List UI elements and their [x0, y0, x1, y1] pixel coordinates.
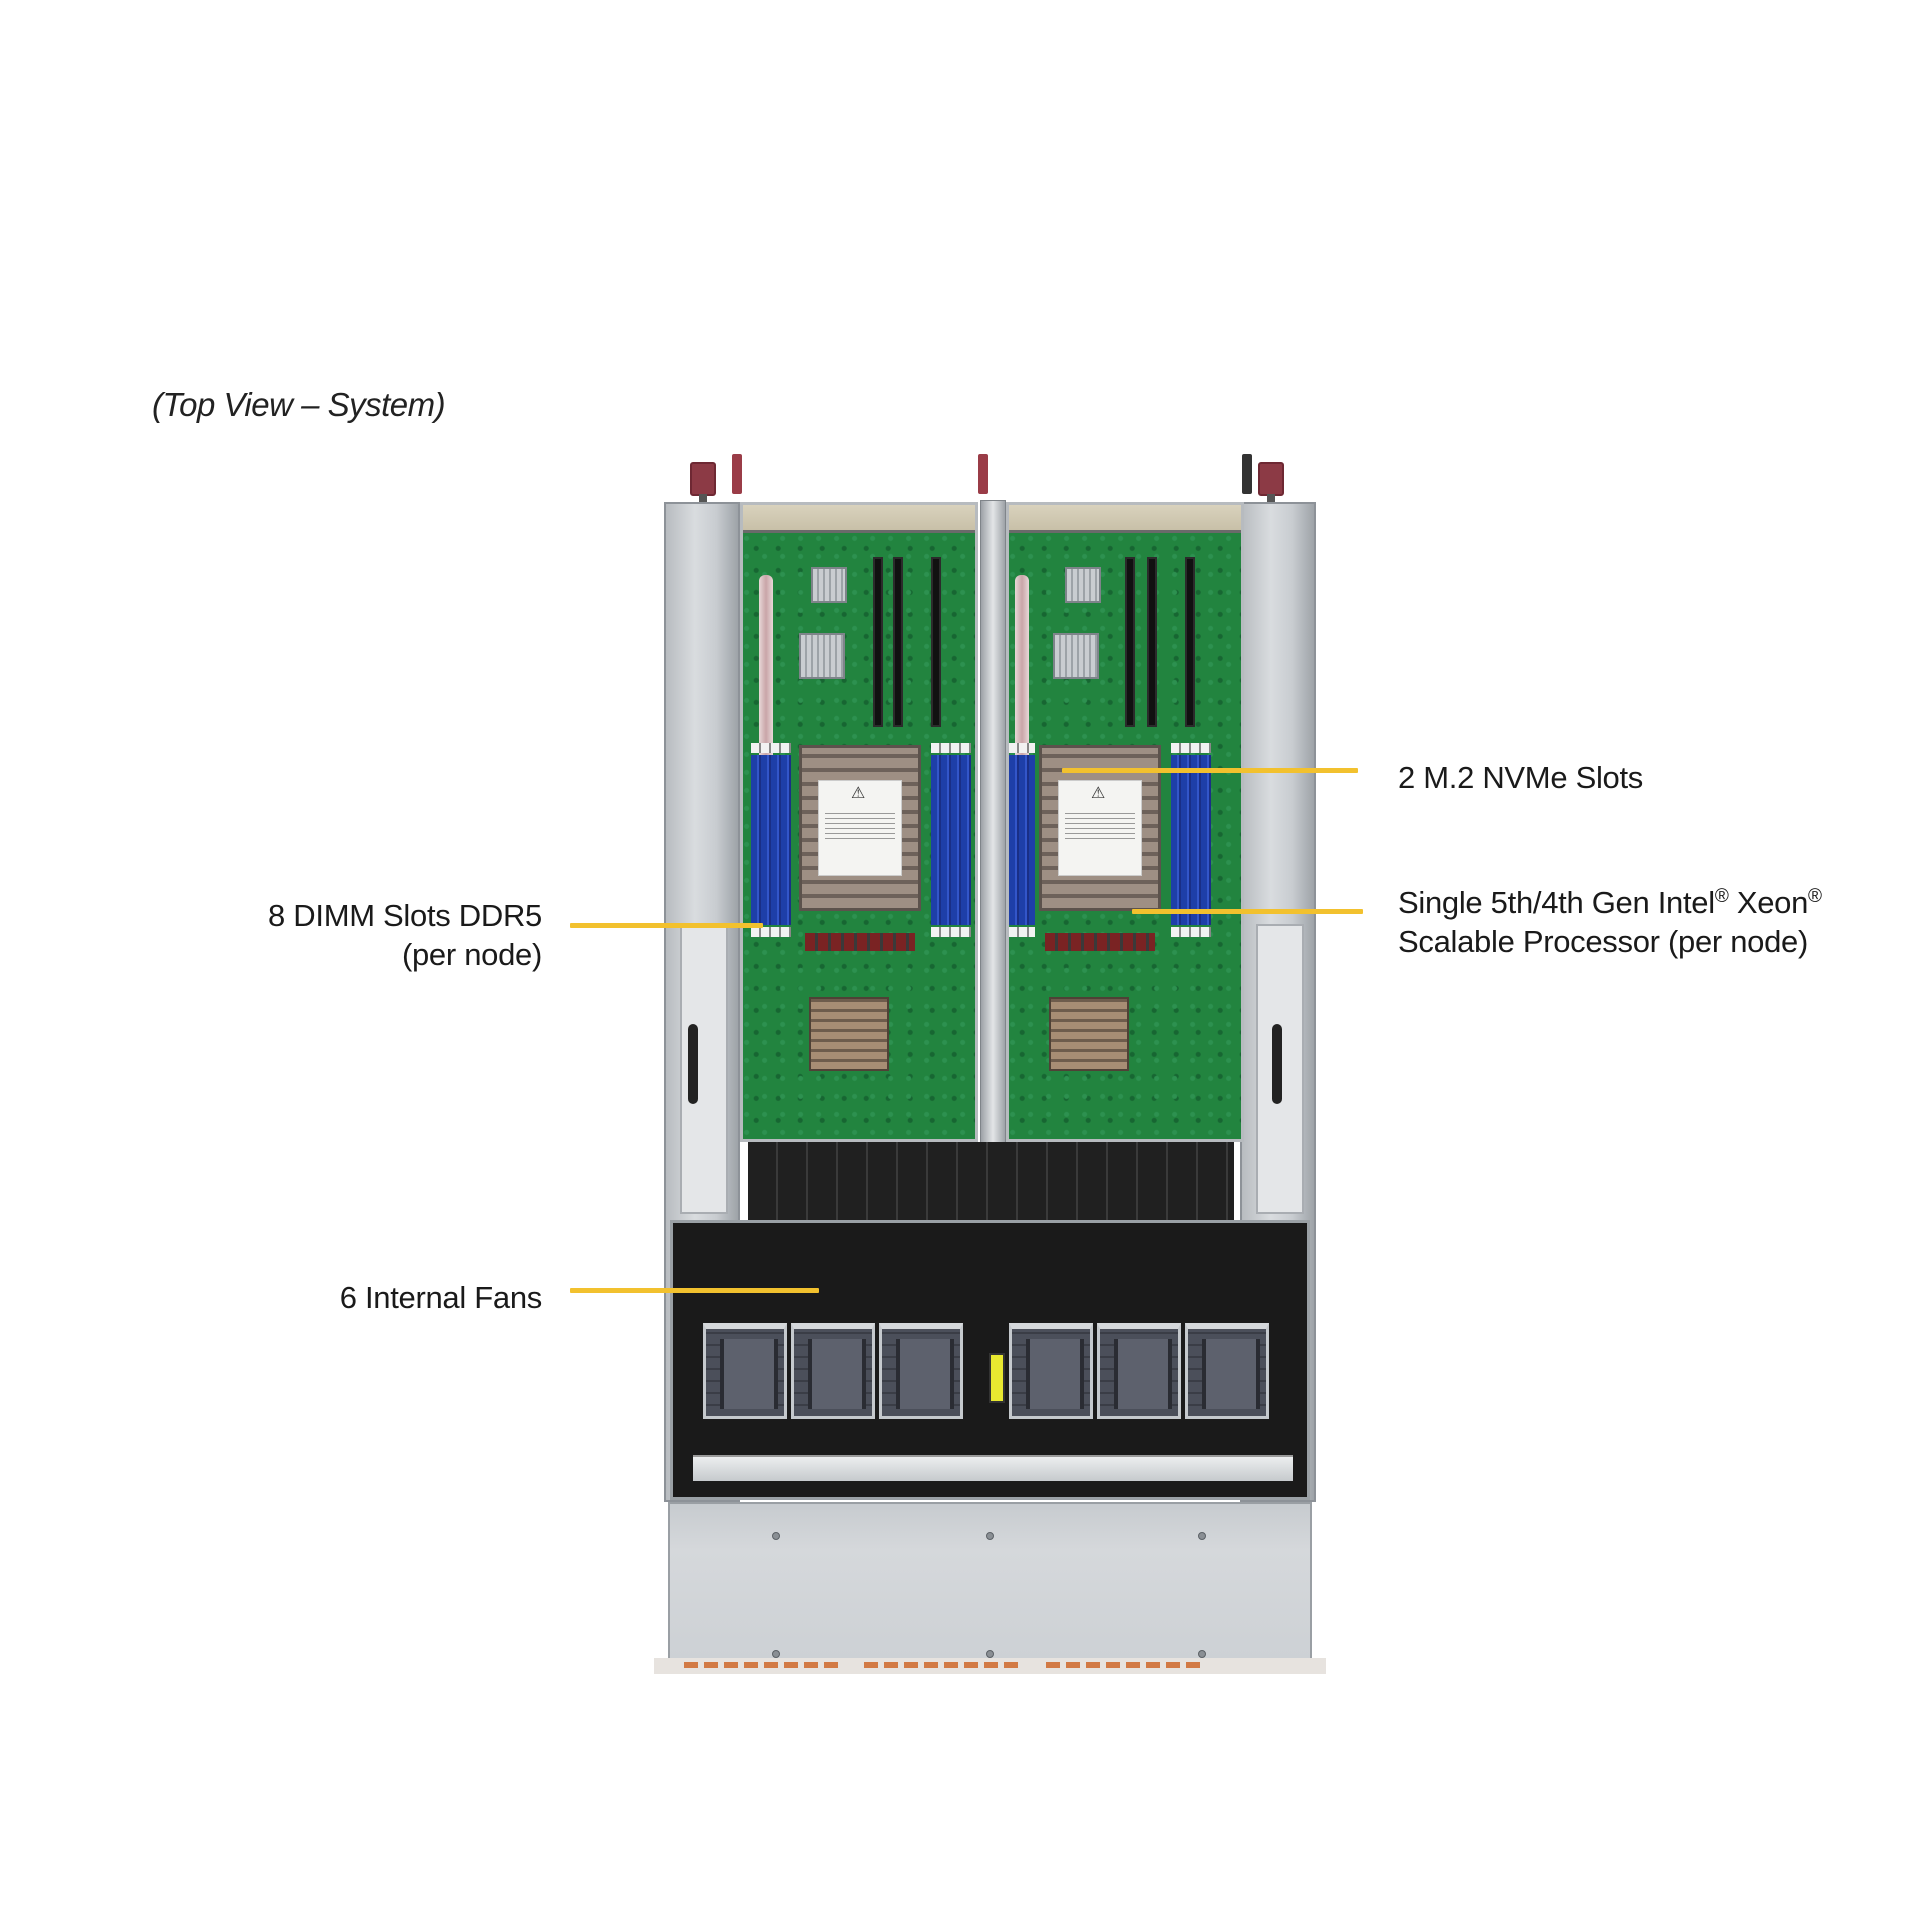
- front-drive-bay-strip: [654, 1658, 1326, 1674]
- drive-led: [1046, 1662, 1060, 1668]
- drive-led: [904, 1662, 918, 1668]
- server-chassis-image: [654, 440, 1326, 1674]
- drive-led: [1106, 1662, 1120, 1668]
- ribbon-cable: [759, 575, 773, 775]
- pcie-slot: [1125, 557, 1135, 727]
- ribbon-cable: [1015, 575, 1029, 775]
- fan-1: [703, 1323, 787, 1419]
- dimm-bank-right: [931, 743, 971, 937]
- drive-led: [724, 1662, 738, 1668]
- cpu-line2: Scalable Processor (per node): [1398, 924, 1809, 959]
- fan-warning-tag: [989, 1353, 1005, 1403]
- drive-led: [704, 1662, 718, 1668]
- chip-heatsink: [811, 567, 847, 603]
- io-panel: [1009, 505, 1241, 533]
- pcie-slot: [893, 557, 903, 727]
- screw: [1198, 1650, 1206, 1658]
- drive-led: [824, 1662, 838, 1668]
- vrm-array: [1045, 933, 1155, 951]
- node-release-lever: [732, 454, 742, 494]
- fan-5: [1097, 1323, 1181, 1419]
- callout-line-cpu: [1132, 909, 1363, 914]
- sticker-text: [1065, 811, 1135, 839]
- fans-text: 6 Internal Fans: [339, 1280, 543, 1315]
- pcie-slot: [1147, 557, 1157, 727]
- registered-mark: ®: [1808, 886, 1822, 907]
- pcie-slot: [931, 557, 941, 727]
- dimm-line1: 8 DIMM Slots DDR5: [268, 898, 542, 933]
- screw: [1198, 1532, 1206, 1540]
- fan-6: [1185, 1323, 1269, 1419]
- screw: [986, 1650, 994, 1658]
- drive-led: [804, 1662, 818, 1668]
- callout-label-fans: 6 Internal Fans: [200, 1278, 543, 1317]
- fan-4: [1009, 1323, 1093, 1419]
- dimm-line2: (per node): [401, 937, 542, 972]
- drive-led: [1086, 1662, 1100, 1668]
- drive-led: [1146, 1662, 1160, 1668]
- chip-heatsink: [1065, 567, 1101, 603]
- screw: [986, 1532, 994, 1540]
- drive-led: [784, 1662, 798, 1668]
- drive-led: [684, 1662, 698, 1668]
- chip-heatsink: [799, 633, 845, 679]
- cpu-heatsink: [799, 745, 921, 911]
- drive-led: [1166, 1662, 1180, 1668]
- registered-mark: ®: [1714, 886, 1729, 907]
- rack-handle-left: [690, 462, 716, 510]
- rack-handle-right: [1258, 462, 1284, 510]
- fan-2: [791, 1323, 875, 1419]
- compute-node-2: [1006, 502, 1244, 1142]
- pch-heatsink: [1049, 997, 1129, 1071]
- antenna-lever: [1242, 454, 1252, 494]
- drive-led: [1066, 1662, 1080, 1668]
- cross-bar: [693, 1455, 1293, 1481]
- node-divider: [980, 500, 1006, 1150]
- drive-led: [984, 1662, 998, 1668]
- drive-led: [884, 1662, 898, 1668]
- io-panel: [743, 505, 975, 533]
- drive-led: [924, 1662, 938, 1668]
- rail-slot: [1272, 1024, 1282, 1104]
- drive-led: [1186, 1662, 1200, 1668]
- compute-node-1: [740, 502, 978, 1142]
- cpu-line1b: Xeon: [1728, 885, 1809, 920]
- screw: [772, 1532, 780, 1540]
- screw: [772, 1650, 780, 1658]
- drive-led: [1126, 1662, 1140, 1668]
- drive-led: [764, 1662, 778, 1668]
- chip-heatsink: [1053, 633, 1099, 679]
- figure-caption: (Top View – System): [152, 386, 446, 423]
- cpu-line1a: Single 5th/4th Gen Intel: [1398, 885, 1715, 920]
- drive-led: [744, 1662, 758, 1668]
- drive-led: [944, 1662, 958, 1668]
- callout-label-cpu: Single 5th/4th Gen Intel® Xeon® Scalable…: [1398, 877, 1822, 961]
- fan-3: [879, 1323, 963, 1419]
- callout-label-dimm: 8 DIMM Slots DDR5 (per node): [200, 896, 542, 974]
- drive-led: [1004, 1662, 1018, 1668]
- dimm-bank-left: [1009, 743, 1035, 937]
- callout-line-nvme: [1062, 768, 1358, 773]
- sticker-text: [825, 811, 895, 839]
- fan-tray: [670, 1220, 1310, 1500]
- node-release-lever: [978, 454, 988, 494]
- dimm-bank-right: [1171, 743, 1211, 937]
- drive-led: [864, 1662, 878, 1668]
- callout-line-dimm: [570, 923, 763, 928]
- drive-bay-cover: [668, 1502, 1312, 1660]
- pcie-slot: [1185, 557, 1195, 727]
- air-duct: [748, 1142, 1234, 1232]
- cpu-label-sticker: [818, 780, 902, 876]
- pcie-slot: [873, 557, 883, 727]
- vrm-array: [805, 933, 915, 951]
- rail-slot: [688, 1024, 698, 1104]
- cpu-label-sticker: [1058, 780, 1142, 876]
- callout-label-nvme: 2 M.2 NVMe Slots: [1398, 758, 1643, 797]
- dimm-bank-left: [751, 743, 791, 937]
- nvme-text: 2 M.2 NVMe Slots: [1398, 760, 1644, 795]
- drive-led: [964, 1662, 978, 1668]
- callout-line-fans: [570, 1288, 819, 1293]
- pch-heatsink: [809, 997, 889, 1071]
